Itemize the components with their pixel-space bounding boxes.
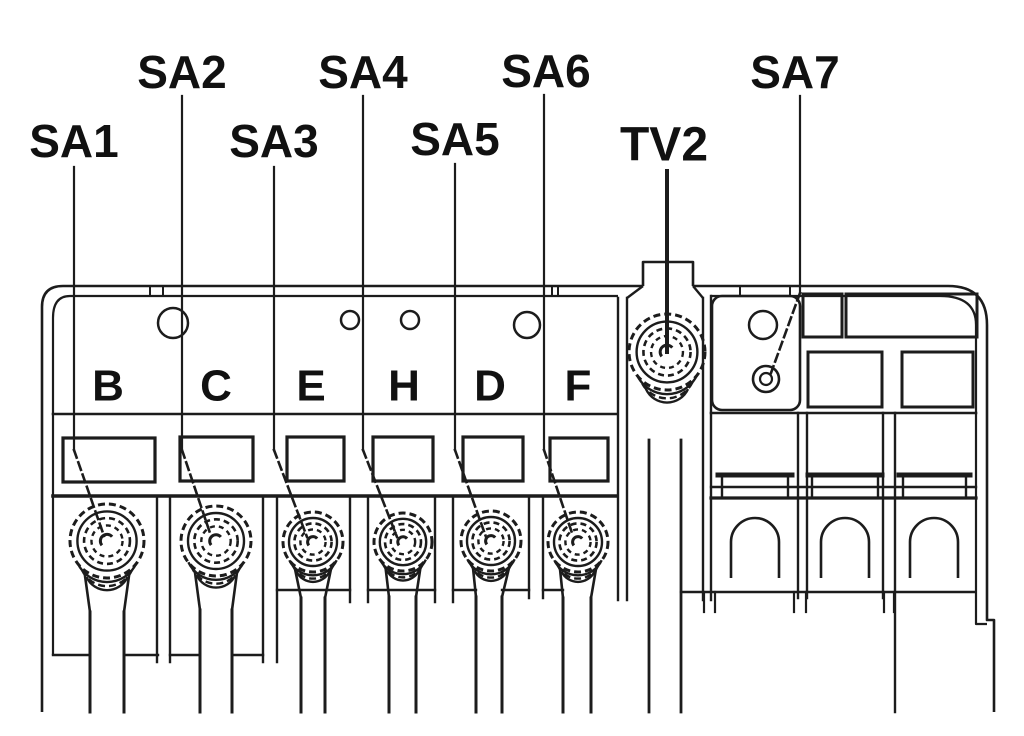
terminal-letter-F: F [565, 362, 592, 411]
callout-label-SA6: SA6 [501, 45, 590, 97]
terminal-letter-H: H [388, 362, 420, 411]
terminal-letter-E: E [296, 362, 325, 411]
terminal-letter-C: C [200, 362, 232, 411]
terminal-letter-D: D [474, 362, 506, 411]
terminal-letter-B: B [92, 362, 124, 411]
callout-label-SA2: SA2 [137, 46, 226, 98]
callout-label-SA3: SA3 [229, 115, 318, 167]
callout-label-TV2: TV2 [620, 119, 708, 172]
callout-label-SA4: SA4 [318, 46, 408, 98]
callout-label-SA7: SA7 [750, 46, 839, 98]
callout-label-SA5: SA5 [410, 113, 499, 165]
callout-label-SA1: SA1 [29, 115, 118, 167]
